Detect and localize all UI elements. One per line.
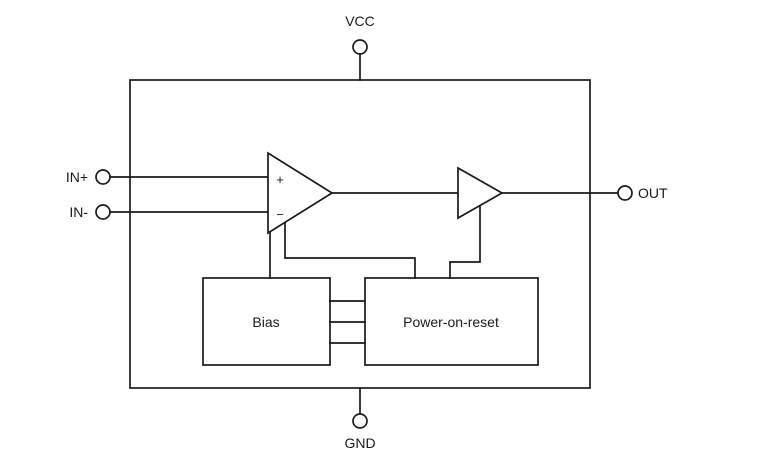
opamp-triangle	[267, 151, 334, 235]
in-plus-label: IN+	[66, 169, 88, 185]
out-pin-circle	[617, 185, 633, 201]
opamp-minus-sign: −	[276, 207, 284, 222]
bias-label: Bias	[252, 314, 279, 330]
out-label: OUT	[638, 185, 668, 201]
buffer-por-wire	[449, 205, 481, 279]
vcc-pin-circle	[352, 39, 368, 55]
in-minus-label: IN-	[69, 204, 88, 220]
opamp-por-wire	[284, 222, 416, 279]
bias-block	[202, 277, 331, 366]
power-on-reset-label: Power-on-reset	[403, 314, 499, 330]
vcc-label: VCC	[345, 13, 375, 29]
gnd-label: GND	[344, 435, 375, 451]
in-plus-pin-circle	[95, 169, 111, 185]
gnd-pin-circle	[352, 413, 368, 429]
opamp-plus-sign: +	[276, 172, 284, 187]
in-minus-pin-circle	[95, 204, 111, 220]
